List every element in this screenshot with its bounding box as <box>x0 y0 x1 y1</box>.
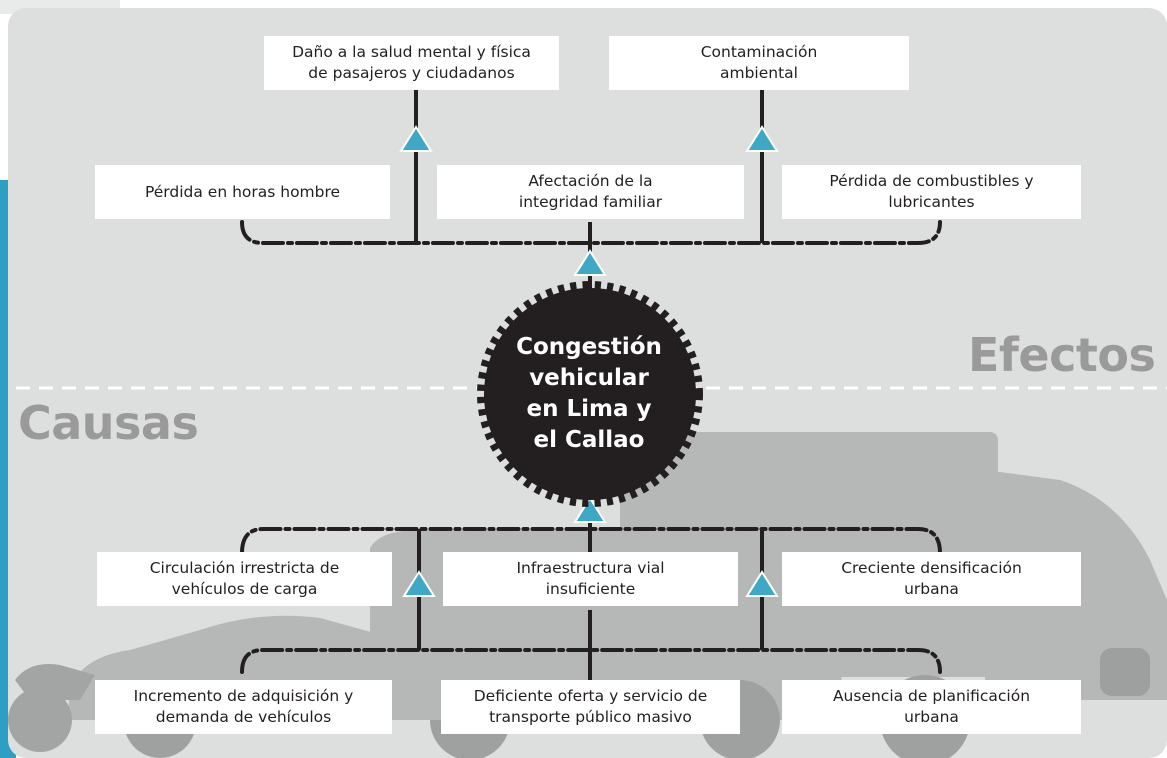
cause-transport-line2: transporte público masivo <box>489 708 692 726</box>
arrow-up-effect-right <box>745 125 779 152</box>
effect-health-line1: Daño a la salud mental y física <box>292 43 531 61</box>
arrow-up-from-causes <box>573 496 607 523</box>
center-problem: Congestión vehicular en Lima y el Callao <box>483 304 695 484</box>
cause-densification-line1: Creciente densificación <box>841 559 1022 577</box>
center-line-3: en Lima y <box>526 396 652 422</box>
effects-label: Efectos <box>968 328 1156 382</box>
cause-acquisition-line2: demanda de vehículos <box>155 708 332 726</box>
effect-family-line2: integridad familiar <box>518 193 663 211</box>
cause-infrastructure-line2: insuficiente <box>545 580 636 598</box>
effect-box-hours: Pérdida en horas hombre <box>95 165 390 219</box>
arrow-up-to-mid <box>573 249 607 276</box>
effect-health-line2: de pasajeros y ciudadanos <box>308 64 515 82</box>
effect-box-pollution: Contaminación ambiental <box>609 36 909 90</box>
arrow-markers <box>399 125 779 597</box>
cause-box-planning: Ausencia de planificación urbana <box>782 680 1081 734</box>
center-line-2: vehicular <box>529 365 649 391</box>
cause-box-cargo: Circulación irrestricta de vehículos de c… <box>97 552 392 606</box>
cause-planning-line1: Ausencia de planificación <box>832 687 1031 705</box>
effect-pollution-line1: Contaminación <box>700 43 818 61</box>
cause-box-transport: Deficiente oferta y servicio de transport… <box>441 680 740 734</box>
effect-fuel-line2: lubricantes <box>888 193 975 211</box>
center-line-1: Congestión <box>516 334 662 360</box>
cause-densification-line2: urbana <box>904 580 959 598</box>
effect-pollution-line2: ambiental <box>720 64 798 82</box>
cause-cargo-line2: vehículos de carga <box>171 580 318 598</box>
cause-box-acquisition: Incremento de adquisición y demanda de ve… <box>95 680 392 734</box>
effect-box-health: Daño a la salud mental y física de pasaje… <box>264 36 559 90</box>
arrow-up-cause-left <box>402 570 436 597</box>
effect-hours-line1: Pérdida en horas hombre <box>144 182 341 201</box>
arrow-up-cause-right <box>745 570 779 597</box>
cause-acquisition-line1: Incremento de adquisición y <box>133 687 354 705</box>
cause-planning-line2: urbana <box>904 708 959 726</box>
effect-fuel-line1: Pérdida de combustibles y <box>829 172 1034 190</box>
arrow-up-effect-left <box>399 125 433 152</box>
center-gear-icon <box>477 281 703 507</box>
causes-label: Causas <box>18 396 199 450</box>
effect-box-family: Afectación de la integridad familiar <box>437 165 744 219</box>
cause-box-densification: Creciente densificación urbana <box>782 552 1081 606</box>
cause-transport-line1: Deficiente oferta y servicio de <box>473 687 708 705</box>
cause-cargo-line1: Circulación irrestricta de <box>149 559 340 577</box>
cause-infrastructure-line1: Infraestructura vial <box>516 559 665 577</box>
effect-box-fuel: Pérdida de combustibles y lubricantes <box>782 165 1081 219</box>
center-line-4: el Callao <box>533 427 645 453</box>
cause-box-infrastructure: Infraestructura vial insuficiente <box>443 552 738 606</box>
effect-family-line1: Afectación de la <box>528 172 653 190</box>
